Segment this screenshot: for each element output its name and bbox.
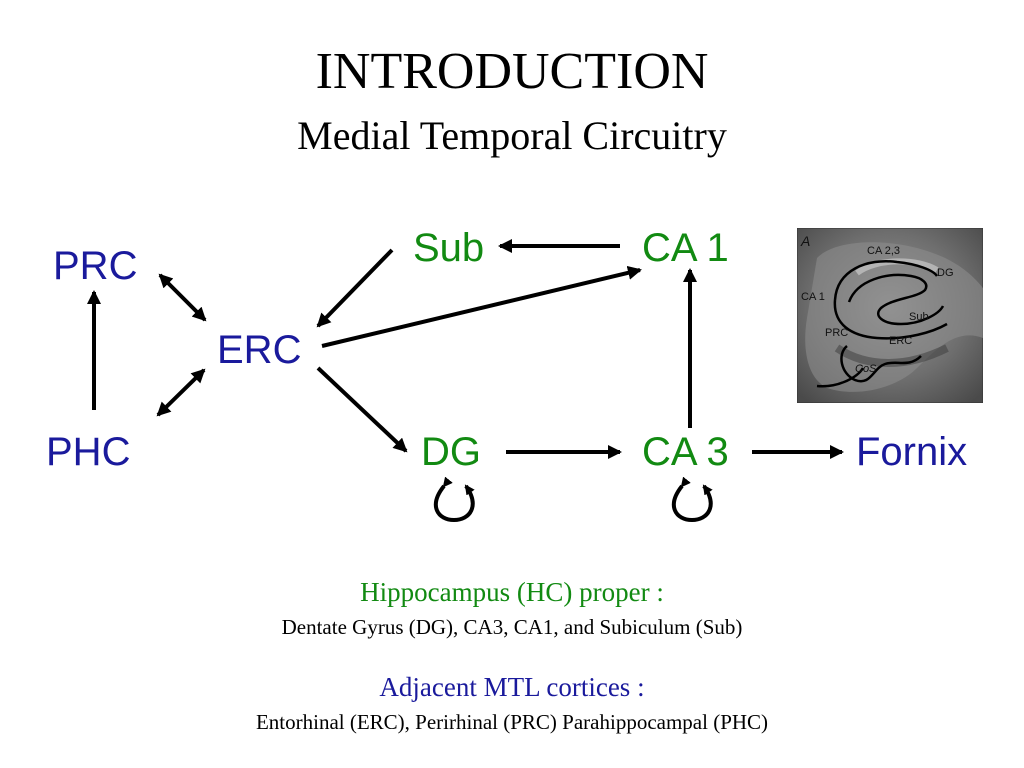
node-fornix: Fornix — [856, 430, 968, 474]
loop-ca3 — [671, 476, 713, 523]
mri-label-ca23: CA 2,3 — [867, 245, 900, 257]
node-sub: Sub — [413, 226, 485, 270]
mri-label-dg: DG — [937, 267, 954, 279]
hc-heading: Hippocampus (HC) proper : — [360, 577, 664, 607]
mri-label-cos: CoS — [855, 363, 877, 375]
mri-label-erc: ERC — [889, 335, 912, 347]
arrow-sub-to-erc — [316, 248, 394, 328]
node-erc: ERC — [217, 328, 302, 372]
node-phc: PHC — [46, 430, 131, 474]
arrow-prc-erc — [158, 273, 207, 322]
mri-label-panel: A — [800, 233, 810, 249]
slide-subtitle: Medial Temporal Circuitry — [297, 113, 727, 158]
arrow-phc-erc — [156, 368, 206, 417]
slide-title: INTRODUCTION — [315, 43, 709, 100]
arrow-erc-to-ca1 — [321, 265, 642, 348]
mtl-detail: Entorhinal (ERC), Perirhinal (PRC) Parah… — [255, 710, 769, 734]
node-dg: DG — [421, 430, 481, 474]
mri-label-prc: PRC — [825, 327, 848, 339]
mtl-heading: Adjacent MTL cortices : — [379, 672, 645, 702]
loop-dg — [433, 476, 475, 523]
node-ca3: CA 3 — [642, 430, 729, 474]
mri-label-sub: Sub — [909, 311, 929, 323]
mri-label-ca1: CA 1 — [801, 291, 825, 303]
node-ca1: CA 1 — [642, 226, 729, 270]
node-prc: PRC — [53, 244, 138, 288]
arrow-erc-to-dg — [316, 366, 408, 453]
hc-detail: Dentate Gyrus (DG), CA3, CA1, and Subicu… — [281, 615, 743, 639]
mri-inset-image: A CA 2,3 DG CA 1 Sub PRC ERC CoS — [797, 228, 983, 403]
